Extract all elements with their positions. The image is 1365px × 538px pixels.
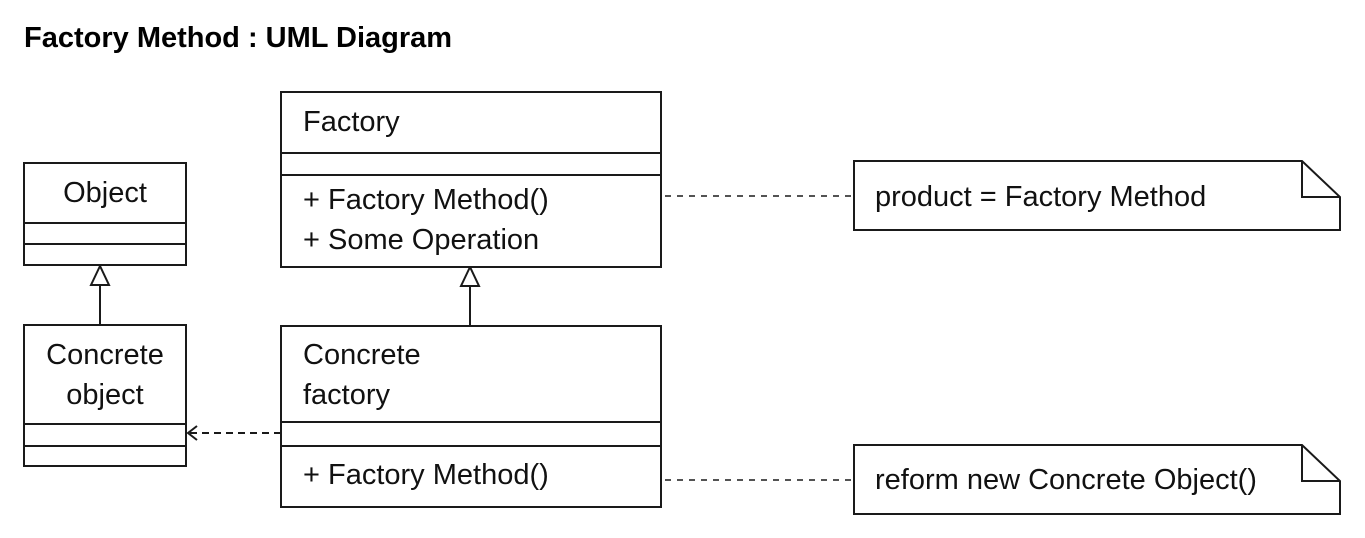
class-concrete-object-name-line1: Concrete [46, 339, 164, 371]
dependency-arrowhead [186, 425, 198, 441]
note-shape-1 [853, 160, 1341, 231]
class-concrete-factory-name-line1: Concrete [303, 339, 421, 371]
class-factory-operation: + Some Operation [303, 224, 540, 256]
class-concrete-factory-attributes [282, 423, 660, 447]
class-factory-operation: + Factory Method() [303, 184, 549, 216]
class-object-operations [25, 245, 185, 264]
class-concrete-factory-name-line2: factory [303, 379, 391, 411]
class-concrete-factory: Concrete factory + Factory Method() [280, 325, 662, 508]
class-concrete-object-attributes [25, 425, 185, 447]
class-concrete-object: Concrete object [23, 324, 187, 467]
class-concrete-object-name: Concrete object [25, 326, 185, 425]
class-factory-operations: + Factory Method() + Some Operation [282, 176, 660, 266]
class-object-name: Object [25, 164, 185, 224]
class-object-attributes [25, 224, 185, 245]
generalization-arrowhead-factory [459, 264, 481, 287]
class-factory: Factory + Factory Method() + Some Operat… [280, 91, 662, 268]
note-text-1: product = Factory Method [875, 181, 1207, 213]
class-object: Object [23, 162, 187, 266]
class-concrete-factory-name: Concrete factory [282, 327, 660, 423]
generalization-arrowhead-object [89, 263, 111, 286]
note-fold-1 [1301, 161, 1340, 198]
diagram-title: Factory Method : UML Diagram [24, 22, 453, 54]
class-concrete-object-name-line2: object [66, 379, 144, 411]
class-factory-name: Factory [282, 93, 660, 154]
class-concrete-factory-operations: + Factory Method() [282, 447, 660, 506]
class-concrete-factory-operation: + Factory Method() [303, 459, 549, 491]
class-factory-attributes [282, 154, 660, 176]
note-text-2: reform new Concrete Object() [875, 464, 1257, 496]
class-concrete-object-operations [25, 447, 185, 465]
note-fold-2 [1301, 445, 1340, 482]
note-shape-2 [853, 444, 1341, 515]
